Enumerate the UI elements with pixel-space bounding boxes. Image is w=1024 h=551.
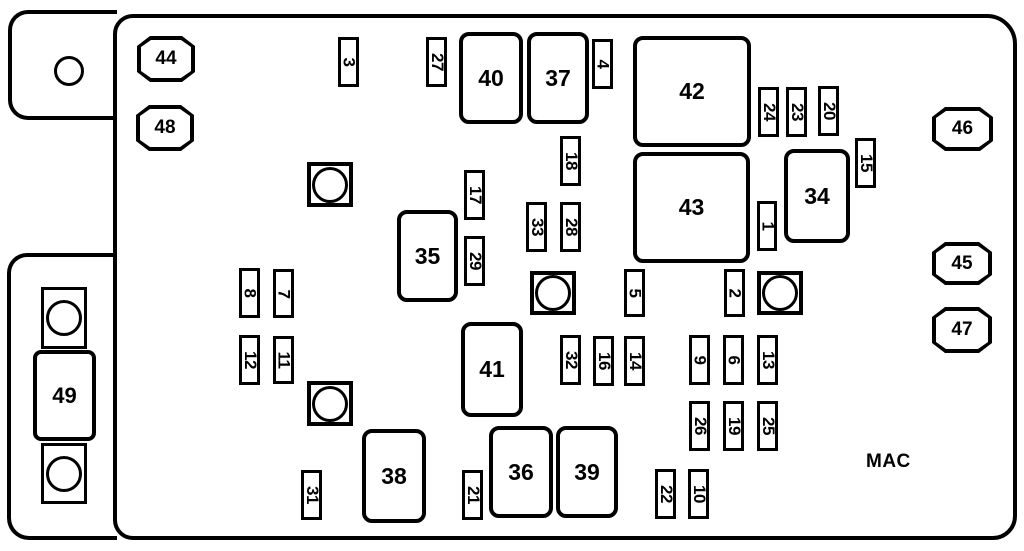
maxi-fuse-terminal-top [41, 287, 87, 349]
relay-label: 40 [478, 64, 504, 91]
relay-38: 38 [362, 429, 426, 523]
fuse-6: 6 [723, 335, 744, 385]
fuse-27: 27 [426, 37, 447, 87]
fuse-33: 33 [526, 202, 547, 252]
fuse-24: 24 [758, 87, 779, 137]
relay-label: 38 [381, 462, 407, 489]
fuse-10: 10 [688, 469, 709, 519]
relay-label: 37 [545, 64, 571, 91]
fuse-4: 4 [592, 39, 613, 89]
fuse-label: 47 [951, 319, 973, 340]
relay-label: 43 [678, 194, 705, 220]
fuse-label: 44 [155, 48, 177, 69]
fuse-15: 15 [855, 138, 876, 188]
relay-37: 37 [527, 32, 589, 124]
mac-label: MAC [866, 451, 911, 472]
octagon-fill [936, 311, 988, 349]
fuse-11: 11 [273, 336, 294, 384]
stud-socket [530, 271, 576, 315]
maxi-fuse-label: 49 [52, 382, 77, 408]
relay-label: 41 [479, 356, 505, 382]
octagon-fuse-44: 44 [137, 36, 195, 82]
maxi-fuse-terminal-bottom [41, 443, 87, 504]
relay-label: 39 [574, 458, 600, 485]
fuse-19: 19 [723, 401, 744, 451]
stud-hole-icon [535, 275, 571, 311]
relay-label: 36 [508, 458, 534, 485]
fuse-16: 16 [593, 336, 614, 386]
terminal-hole-icon [46, 300, 82, 336]
relay-34: 34 [784, 149, 850, 243]
fuse-20: 20 [818, 86, 839, 136]
fuse-label: 48 [154, 117, 176, 138]
fuse-17: 17 [464, 170, 485, 220]
fuse-7: 7 [273, 269, 294, 318]
fuse-31: 31 [301, 470, 322, 520]
bracket-tab-top [8, 10, 117, 120]
relay-42: 42 [633, 36, 751, 147]
maxi-fuse-49: 49 [33, 350, 96, 441]
fuse-25: 25 [757, 401, 778, 451]
fuse-5: 5 [624, 269, 645, 317]
fuse-21: 21 [462, 470, 483, 520]
octagon-fill [141, 40, 191, 78]
terminal-hole-icon [46, 455, 82, 492]
relay-label: 35 [414, 242, 441, 269]
octagon-fuse-47: 47 [932, 307, 992, 353]
relay-36: 36 [489, 426, 553, 518]
fuse-13: 13 [757, 335, 778, 385]
fuse-29: 29 [464, 236, 485, 286]
relay-label: 34 [804, 182, 830, 209]
fuse-23: 23 [786, 87, 807, 137]
octagon-fill [936, 111, 989, 147]
fuse-32: 32 [560, 335, 581, 385]
stud-socket [307, 381, 353, 426]
mounting-hole-icon [54, 56, 84, 86]
relay-39: 39 [556, 426, 618, 518]
fuse-label: 45 [951, 252, 973, 274]
stud-socket [307, 162, 353, 207]
fuse-1: 1 [757, 201, 777, 251]
stud-socket [757, 271, 803, 315]
octagon-fuse-46: 46 [932, 107, 993, 151]
octagon-fill [140, 109, 190, 147]
fuse-18: 18 [560, 136, 581, 186]
stud-hole-icon [312, 166, 348, 203]
fuse-2: 2 [724, 269, 745, 317]
fuse-label: 46 [951, 118, 974, 139]
octagon-fill [936, 246, 988, 281]
relay-40: 40 [459, 32, 523, 124]
fuse-3: 3 [338, 37, 359, 87]
fuse-28: 28 [560, 202, 581, 252]
relay-43: 43 [633, 152, 750, 263]
octagon-fuse-45: 45 [932, 242, 992, 285]
fuse-12: 12 [239, 335, 260, 385]
stud-hole-icon [312, 385, 348, 422]
relay-41: 41 [461, 322, 523, 417]
relay-35: 35 [397, 210, 458, 302]
fuse-22: 22 [655, 469, 676, 519]
octagon-fuse-48: 48 [136, 105, 194, 151]
relay-label: 42 [679, 78, 705, 104]
stud-hole-icon [762, 275, 798, 311]
fuse-26: 26 [689, 401, 710, 451]
fuse-9: 9 [689, 335, 710, 385]
fuse-8: 8 [239, 268, 260, 318]
fuse-14: 14 [624, 336, 645, 386]
